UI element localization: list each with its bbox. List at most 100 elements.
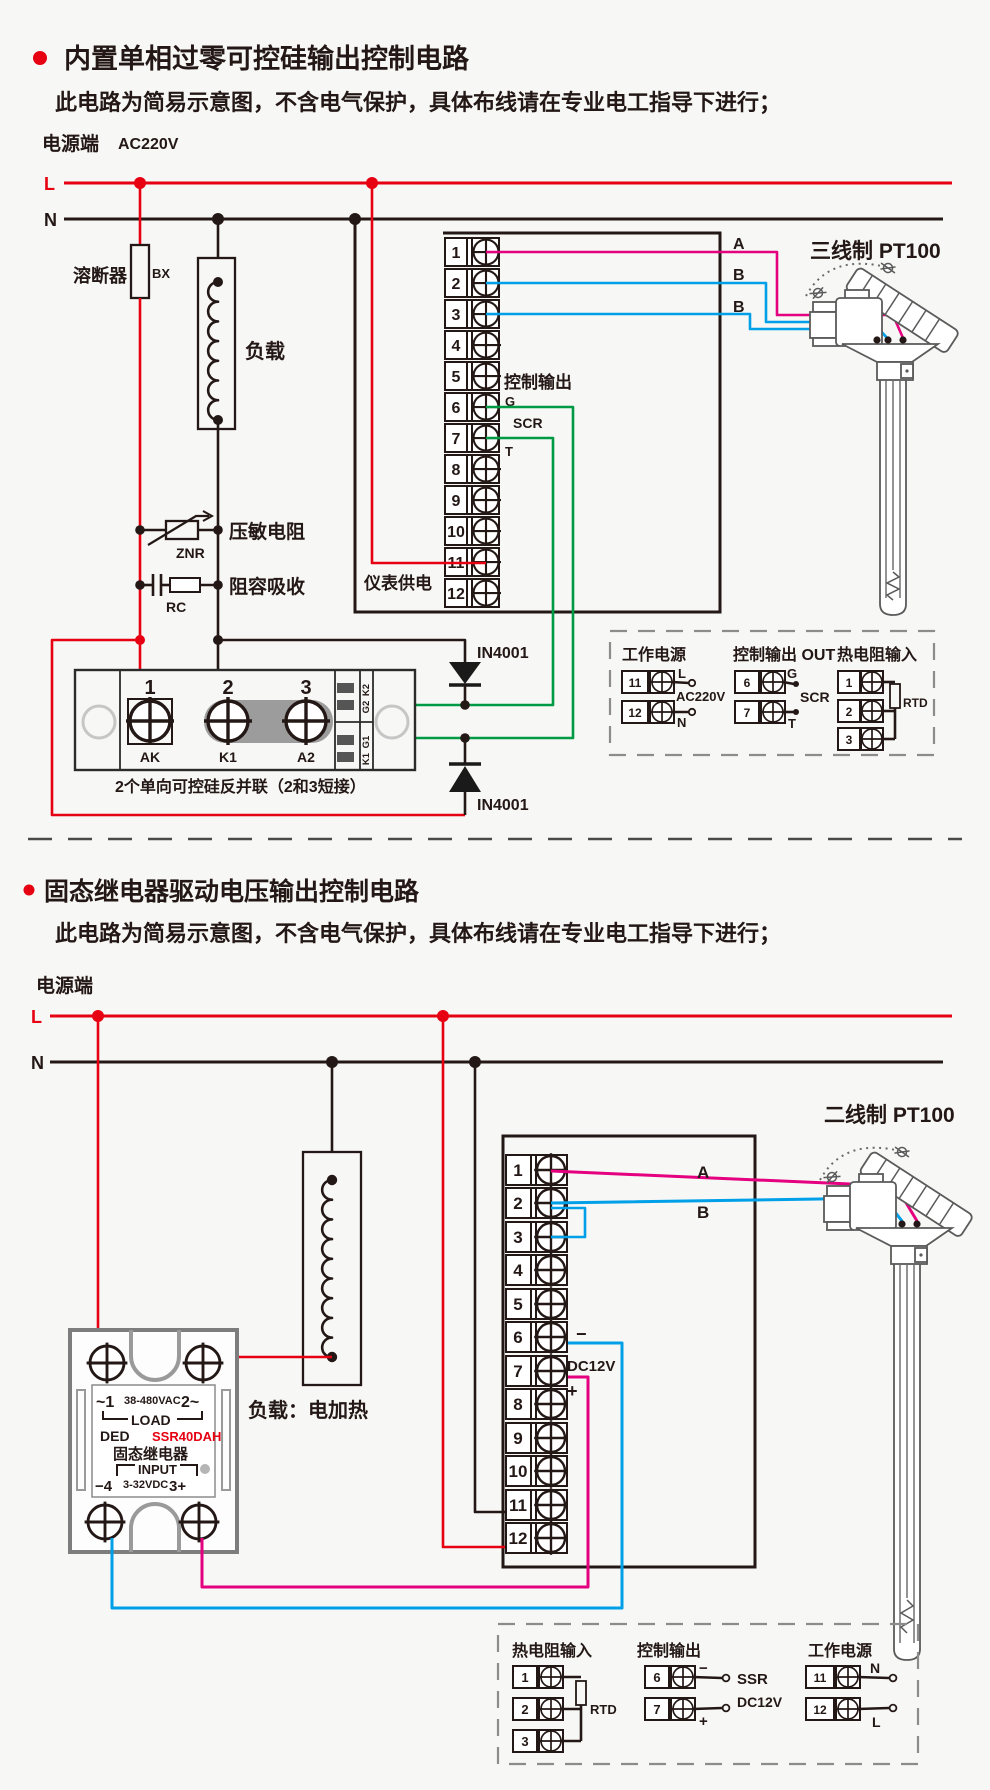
svg-text:1: 1 [452, 245, 461, 262]
varistor: 压敏电阻 ZNR [135, 510, 305, 561]
ssr-model: SSR40DAH [152, 1429, 221, 1444]
dc12v-label: DC12V [567, 1358, 615, 1375]
voltage-label: AC220V [118, 136, 179, 153]
terminal-row: 10 [444, 514, 503, 548]
terminal-row: 10 [505, 1453, 569, 1489]
svg-text:12: 12 [509, 1529, 528, 1548]
ssr-load-label: LOAD [131, 1412, 171, 1428]
legend2-power-title: 工作电源 [808, 1641, 872, 1660]
t-label: T [505, 444, 513, 459]
legend2-plus: + [699, 1713, 708, 1730]
ssr-t2: 2~ [181, 1394, 199, 1411]
wire-b1-label: B [733, 267, 745, 284]
svg-text:11: 11 [814, 1671, 827, 1685]
sensor2-label: 二线制 PT100 [824, 1103, 955, 1127]
legend1-rtd-title: 热电阻输入 [837, 645, 917, 664]
module-terminal3-number: 3 [300, 677, 311, 699]
rc-code: RC [166, 599, 186, 615]
ssr-brand: DED [100, 1428, 130, 1444]
ssr-input-label: INPUT [138, 1462, 177, 1477]
rc-snubber: 阻容吸收 RC [135, 574, 305, 615]
legend1-n: N [677, 715, 686, 730]
pin-k1 [337, 752, 354, 762]
legend2-rtd: RTD [590, 1702, 617, 1717]
legend2-l: L [872, 1714, 881, 1730]
svg-text:12: 12 [813, 1703, 827, 1717]
scr-label: SCR [513, 415, 543, 431]
ssr-name: 固态继电器 [113, 1445, 189, 1463]
wire-a2-label: A [697, 1163, 709, 1182]
svg-text:9: 9 [452, 493, 461, 510]
rail-l2-label: L [31, 1007, 42, 1027]
diode2-label: IN4001 [477, 797, 529, 814]
varistor-label: 压敏电阻 [229, 520, 305, 543]
load-label: 负载 [245, 339, 285, 363]
legend1-power-title: 工作电源 [622, 645, 686, 664]
svg-text:10: 10 [447, 524, 465, 541]
wire-dc-plus [200, 1375, 590, 1589]
heater-load-branch: 负载：电加热 [206, 1062, 368, 1422]
bottom-cutout [129, 1502, 181, 1552]
fuse-icon [129, 243, 151, 300]
pt100-2wire-sensor: 二线制 PT100 [820, 1103, 974, 1661]
rail-n-label: N [44, 210, 57, 230]
heater-load-label: 负载：电加热 [248, 1398, 368, 1422]
section1-subtitle: 此电路为简易示意图，不含电气保护，具体布线请在专业电工指导下进行； [55, 90, 781, 115]
diode-icon [449, 766, 481, 792]
controller-outline [353, 219, 722, 614]
junction-dot [460, 733, 470, 743]
meter-supply-label: 仪表供电 [363, 573, 432, 593]
section1-bullet-icon [33, 51, 47, 65]
junction-dot [213, 635, 223, 645]
rail-n2-label: N [31, 1053, 44, 1073]
ssr-label-panel [91, 1384, 216, 1498]
section2-title: 固态继电器驱动电压输出控制电路 [44, 877, 420, 906]
ctrl-output-label: 控制输出 [504, 372, 572, 392]
terminal-row: 12 [505, 1520, 569, 1556]
svg-text:6: 6 [452, 400, 461, 417]
module-caption: 2个单向可控硅反并联（2和3短接） [115, 777, 366, 796]
diode1-label: IN4001 [477, 645, 529, 662]
varistor-icon [164, 519, 200, 541]
legend1-scr: SCR [800, 689, 830, 705]
legend-1: 工作电源 11 L AC220V 12 N 控制输出 OUT 6 G SCR 7… [608, 629, 936, 757]
g-label: G [505, 394, 515, 409]
ssr-minus4: −4 [95, 1478, 113, 1495]
wire-b2-label: B [733, 299, 745, 316]
legend1-t: T [788, 716, 796, 731]
terminal-row: 1 [444, 235, 503, 269]
pin-g1 [337, 735, 354, 745]
svg-text:3: 3 [846, 733, 853, 747]
legend1-g: G [787, 666, 797, 681]
controller-outline-2 [501, 1134, 757, 1569]
terminal-row: 9 [444, 483, 503, 517]
svg-text:2: 2 [513, 1194, 522, 1213]
svg-text:5: 5 [513, 1295, 522, 1314]
svg-text:4: 4 [513, 1261, 523, 1280]
module-k1-label: K1 [219, 749, 237, 765]
pin-g2 [337, 700, 354, 710]
terminal-row: 1 [505, 1152, 569, 1188]
svg-text:1: 1 [513, 1161, 522, 1180]
legend2-n: N [870, 1660, 880, 1676]
diode-icon [449, 662, 481, 684]
scr-module: 1 2 3 AK K1 A2 K2 G2 G1 K1 2个单向可控硅反并联（2和… [73, 668, 417, 796]
terminal-row: 4 [505, 1252, 569, 1288]
terminal-row: 9 [505, 1420, 569, 1456]
svg-text:12: 12 [628, 706, 642, 720]
svg-text:10: 10 [509, 1462, 528, 1481]
svg-text:3: 3 [521, 1734, 528, 1749]
wire-gate-t [354, 436, 555, 707]
pin-k2 [337, 683, 354, 693]
svg-text:6: 6 [513, 1328, 522, 1347]
top-cutout [129, 1330, 181, 1382]
resistor-icon [169, 577, 201, 593]
svg-text:5: 5 [452, 369, 461, 386]
wire-b2-label: B [697, 1203, 709, 1222]
terminal-row: 8 [505, 1386, 569, 1422]
varistor-code: ZNR [176, 545, 205, 561]
ssr-vdc: 3-32VDC [123, 1479, 168, 1491]
heater-load-box [301, 1150, 363, 1387]
